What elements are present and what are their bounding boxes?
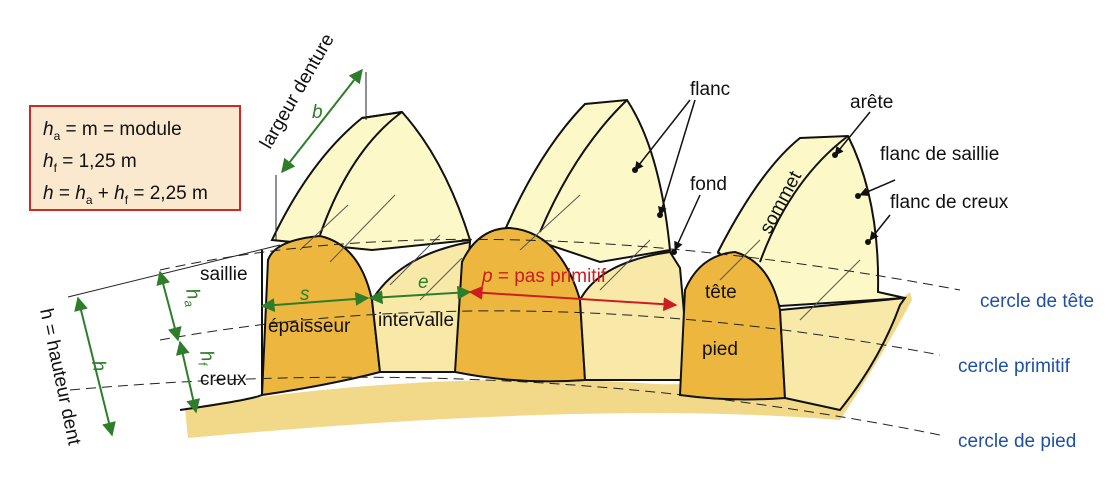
dot-1 (632, 167, 638, 173)
dot-4 (855, 193, 861, 199)
label-ha: ha (179, 287, 205, 309)
label-intervalle: intervalle (378, 310, 454, 331)
label-cercle-pied: cercle de pied (958, 431, 1076, 452)
h-extension-top (67, 244, 281, 298)
label-fond: fond (690, 174, 727, 195)
label-flanc-creux: flanc de creux (890, 192, 1009, 213)
label-e: e (418, 272, 429, 293)
label-saillie: saillie (200, 264, 248, 285)
label-largeur-denture: largeur denture (256, 30, 339, 152)
formula-box: ha = m = module hf = 1,25 m h = ha + hf … (29, 105, 241, 211)
formula-h: h = ha + hf = 2,25 m (43, 182, 208, 207)
ha-arrow (156, 270, 182, 342)
hf-arrow (175, 340, 201, 414)
space-3-floor (778, 296, 908, 412)
circle-tete-line (159, 238, 961, 291)
gear-rim-base (185, 292, 912, 438)
formula-hf: hf = 1,25 m (43, 150, 137, 175)
dot-2 (657, 212, 663, 218)
label-cercle-tete: cercle de tête (980, 291, 1094, 312)
e-arrow (368, 285, 472, 305)
label-creux: creux (200, 369, 247, 390)
flank-hatching (299, 194, 861, 321)
label-tete: tête (705, 282, 737, 303)
s-arrow (260, 291, 370, 313)
dot-3 (832, 152, 838, 158)
leader-lines (634, 99, 896, 251)
label-b: b (312, 102, 323, 123)
b-arrow (281, 68, 363, 174)
label-s: s (300, 284, 310, 305)
label-hf: hf (193, 349, 219, 369)
label-epaisseur: épaisseur (268, 316, 351, 337)
tooth-1-front-face (260, 234, 382, 397)
h-arrow (74, 296, 116, 437)
dot-5 (865, 239, 871, 245)
label-flanc: flanc (690, 79, 730, 100)
dot-6 (671, 249, 677, 255)
tooth-1-back (270, 110, 472, 252)
label-cercle-primitif: cercle primitif (958, 356, 1071, 377)
tooth-3-front-face (678, 250, 787, 401)
label-pied: pied (702, 339, 738, 360)
label-flanc-saillie: flanc de saillie (880, 144, 999, 165)
circle-primitif-line (159, 310, 941, 356)
label-h-hauteur-dent: h = hauteur dent (35, 307, 85, 448)
label-arete: arête (850, 92, 893, 113)
label-pas-primitif: p = pas primitif (481, 266, 607, 287)
formula-ha: ha = m = module (43, 119, 182, 143)
label-h-arrow: h (87, 359, 110, 374)
p-arrow (468, 285, 678, 312)
